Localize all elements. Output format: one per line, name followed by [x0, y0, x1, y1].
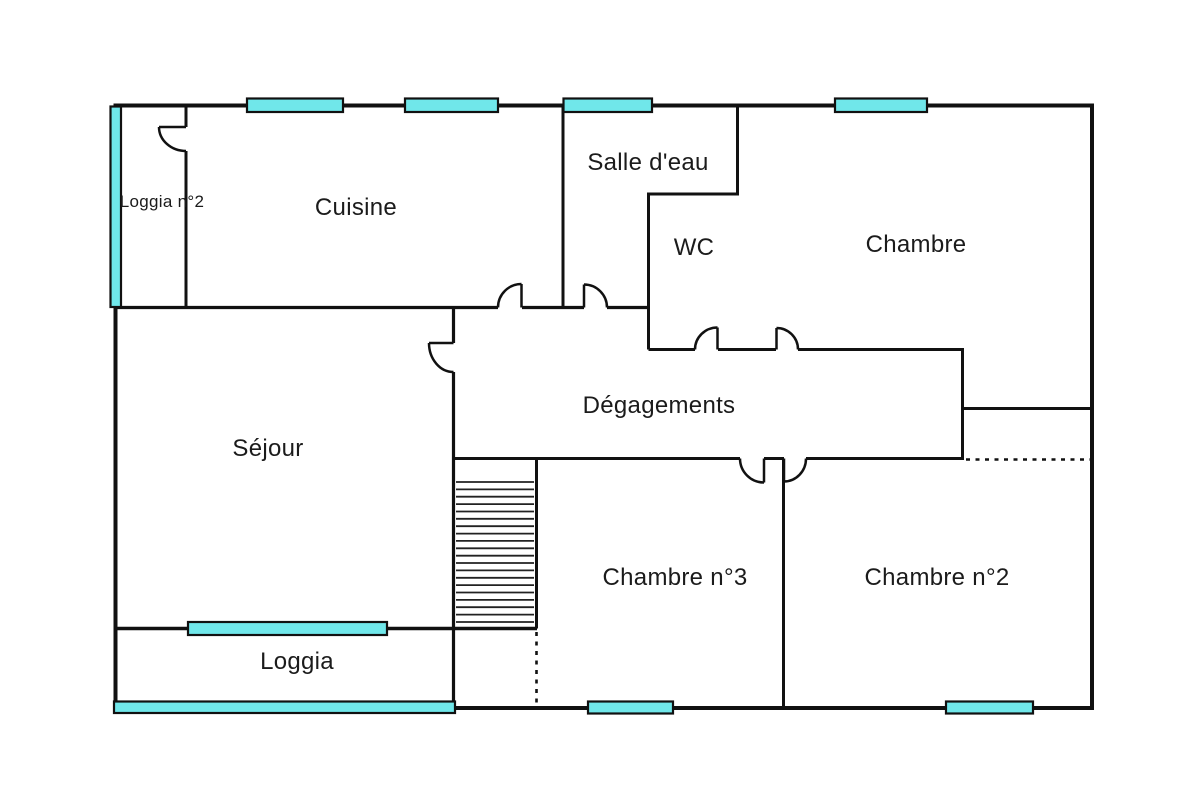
room-label-cuisine: Cuisine [314, 194, 398, 221]
dashed-openings [535, 458, 1090, 706]
stairs-treads [456, 481, 534, 623]
window-cuisine-2 [403, 97, 500, 114]
door-loggia2 [157, 125, 187, 153]
room-label-loggia2: Loggia n°2 [119, 192, 205, 211]
room-label-salledeau: Salle d'eau [587, 149, 709, 176]
window-loggia-bottom [112, 700, 457, 715]
outer-wall [113, 103, 1094, 710]
window-sejour-loggia [186, 620, 389, 637]
windows [109, 97, 1035, 715]
room-label-wc: WC [673, 234, 715, 261]
walls [113, 103, 1094, 710]
room-label-chambre: Chambre [865, 231, 967, 258]
room-label-sejour: Séjour [232, 435, 304, 462]
room-label-loggia: Loggia [260, 648, 334, 675]
room-label-chambre3: Chambre n°3 [602, 564, 748, 591]
door-sejour [427, 341, 454, 374]
stairs [456, 481, 534, 623]
door-cuisine [496, 282, 523, 308]
room-label-chambre2: Chambre n°2 [864, 564, 1010, 591]
door-wc [693, 326, 719, 350]
window-loggia2-left [109, 105, 123, 309]
window-chambre2 [944, 700, 1035, 715]
window-chambre [833, 97, 929, 114]
window-cuisine-1 [245, 97, 345, 114]
room-label-degagements: Dégagements [582, 392, 736, 419]
door-chambre [775, 326, 800, 350]
window-chambre3 [586, 700, 675, 715]
wall-wc [647, 105, 739, 350]
door-chambre2 [782, 458, 808, 483]
doors [157, 125, 808, 484]
door-salledeau [582, 283, 609, 308]
window-salledeau [562, 97, 654, 114]
door-chambre3 [738, 458, 766, 484]
